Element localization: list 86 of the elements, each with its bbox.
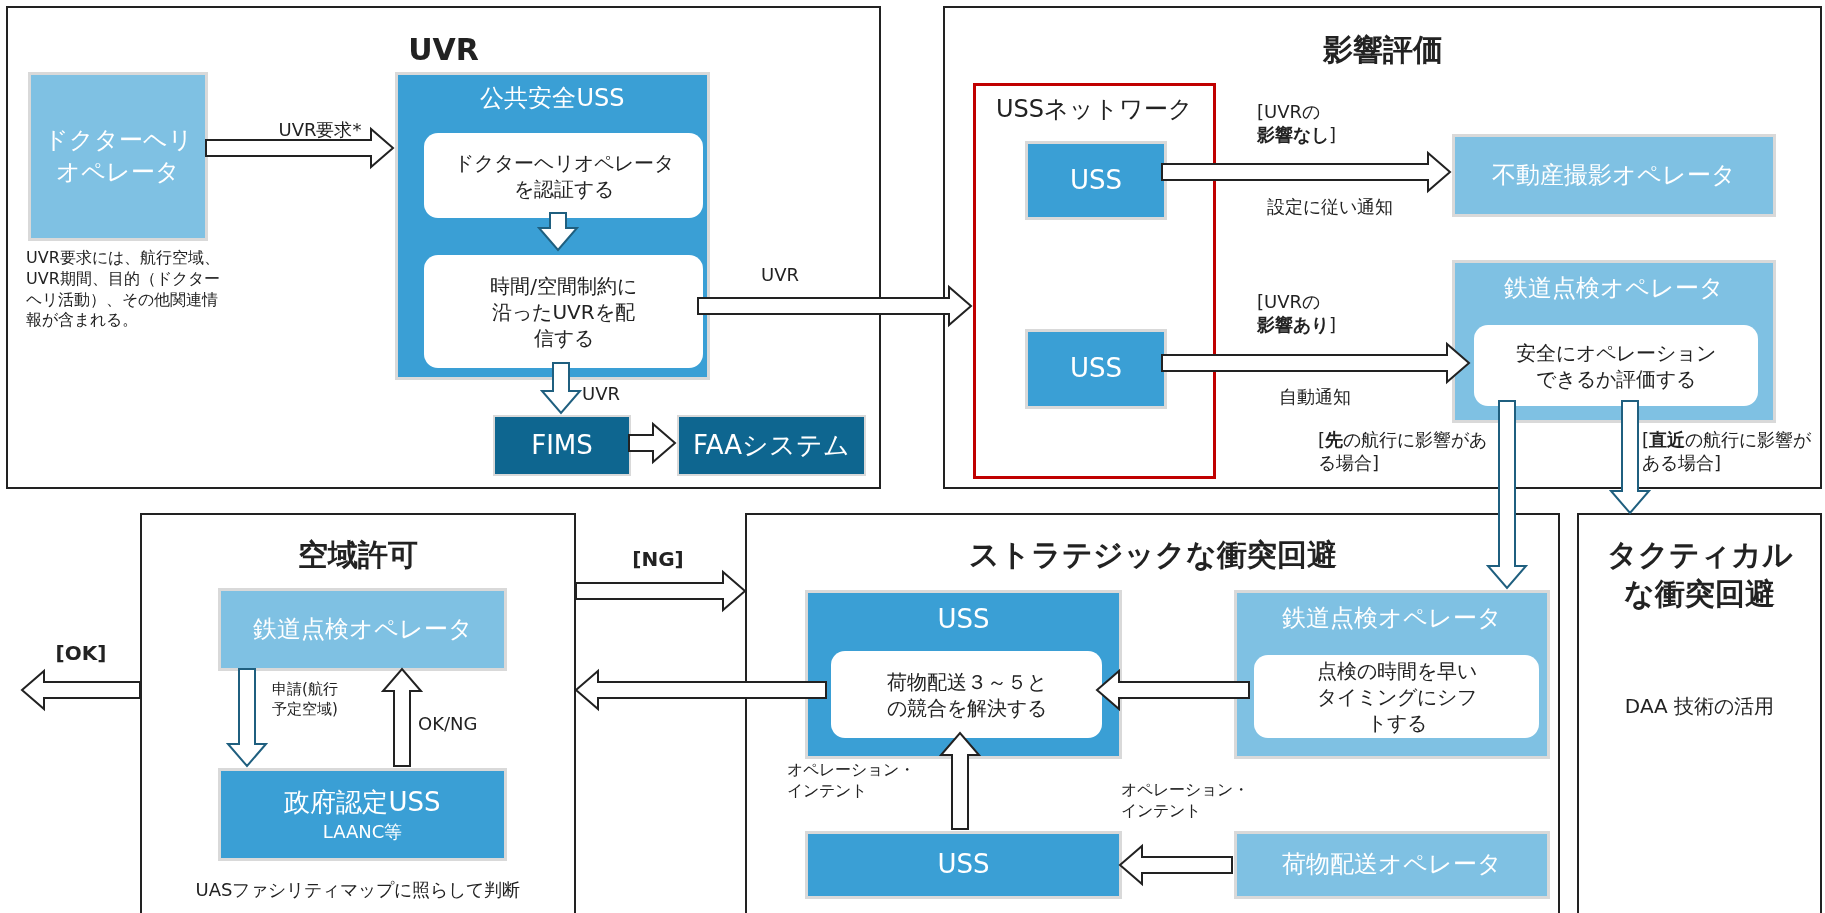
system-box — [677, 415, 866, 476]
block-arrow — [1161, 341, 1471, 385]
edge-label: [UVRの影響なし] — [1257, 100, 1337, 147]
section-panel — [943, 6, 1822, 489]
block-arrow — [1118, 843, 1233, 887]
edge-label: 申請(航行予定空域) — [272, 680, 339, 719]
note-text: UASファシリティマップに照らして判断 — [194, 878, 522, 902]
system-label: USS — [937, 848, 990, 882]
task-text: 荷物配送３～５との競合を解決する — [885, 668, 1048, 721]
edge-label: [UVRの影響あり] — [1257, 290, 1337, 337]
operator-box — [1452, 134, 1776, 217]
system-box — [1025, 141, 1167, 220]
edge-label: [先の航行に影響がある場合] — [1318, 428, 1489, 475]
section-title: UVR — [408, 31, 479, 69]
operator-label: 不動産撮影オペレータ — [1492, 159, 1736, 191]
edge-note: 自動通知 — [1278, 385, 1352, 409]
system-label: 政府認定USS — [284, 785, 441, 819]
system-label: USS — [1069, 352, 1122, 386]
block-arrow — [1095, 668, 1250, 712]
task-box — [1254, 655, 1539, 738]
system-box — [805, 831, 1122, 899]
block-arrow — [938, 731, 982, 830]
edge-label: オペレーション・インテント — [1121, 780, 1250, 822]
system-box — [1025, 329, 1167, 409]
operator-box — [1234, 831, 1550, 899]
network-title: USSネットワーク — [995, 94, 1193, 125]
task-box — [1474, 325, 1758, 406]
system-box — [493, 415, 631, 476]
block-arrow — [539, 362, 583, 415]
system-box — [805, 590, 1122, 759]
section-panel — [745, 513, 1560, 913]
system-label: USS — [937, 603, 990, 636]
block-arrow — [1161, 150, 1452, 194]
sub-label: DAA 技術の活用 — [1624, 693, 1775, 719]
section-title: タクティカルな衝突回避 — [1605, 536, 1794, 613]
operator-label: 荷物配送オペレータ — [1282, 849, 1502, 881]
section-panel — [140, 513, 576, 913]
section-panel — [1577, 513, 1822, 913]
operator-box — [1234, 590, 1550, 759]
operator-box — [28, 72, 208, 241]
block-arrow — [628, 421, 677, 465]
edge-label: UVR — [760, 263, 800, 287]
task-box — [831, 651, 1102, 738]
task-box — [424, 255, 703, 368]
block-arrow — [20, 668, 141, 712]
block-arrow — [536, 212, 580, 252]
section-title: 影響評価 — [1322, 31, 1443, 69]
block-arrow — [205, 126, 395, 170]
section-title: ストラテジックな衝突回避 — [968, 536, 1337, 574]
block-arrow — [225, 668, 269, 768]
block-arrow — [1608, 400, 1652, 515]
block-arrow — [575, 569, 747, 613]
task-text: ドクターヘリオペレータを認証する — [452, 149, 675, 202]
edge-label: OK/NG — [418, 712, 479, 736]
task-text: 時間/空間制約に沿ったUVRを配信する — [489, 272, 638, 351]
edge-note: 設定に従い通知 — [1266, 195, 1394, 219]
task-text: 点検の時間を早いタイミングにシフトする — [1315, 657, 1478, 736]
system-box — [395, 72, 710, 380]
edge-label: UVR要求* — [277, 118, 363, 142]
task-box — [424, 133, 703, 218]
block-arrow — [1485, 400, 1529, 590]
block-arrow — [697, 284, 973, 328]
system-label: 公共安全USS — [480, 83, 625, 114]
section-title: 空域許可 — [298, 536, 418, 574]
operator-box — [218, 588, 507, 671]
edge-label: [NG] — [631, 546, 685, 572]
block-arrow — [380, 667, 424, 767]
edge-label: オペレーション・インテント — [787, 760, 916, 802]
block-arrow — [574, 668, 827, 712]
section-panel — [6, 6, 881, 489]
system-box — [218, 768, 507, 861]
note-text: UVR要求には、航行空域、UVR期間、目的（ドクターヘリ活動）、その他関連情報が含まれる。 — [26, 248, 221, 332]
sub-label: LAANC等 — [322, 819, 403, 844]
edge-label: UVR — [582, 382, 621, 406]
operator-label: 鉄道点検オペレータ — [1504, 273, 1724, 304]
edge-label: [直近の航行に影響がある場合] — [1642, 428, 1813, 475]
edge-label: [OK] — [54, 640, 108, 666]
system-label: FAAシステム — [693, 428, 850, 462]
task-text: 安全にオペレーションできるか評価する — [1515, 339, 1717, 392]
operator-box — [1452, 260, 1776, 423]
operator-label: 鉄道点検オペレータ — [1282, 603, 1502, 634]
system-label: USS — [1069, 163, 1122, 197]
operator-label: 鉄道点検オペレータ — [252, 613, 473, 645]
network-frame — [973, 83, 1216, 479]
operator-label: ドクターヘリオペレータ — [43, 125, 193, 188]
system-label: FIMS — [531, 428, 593, 462]
